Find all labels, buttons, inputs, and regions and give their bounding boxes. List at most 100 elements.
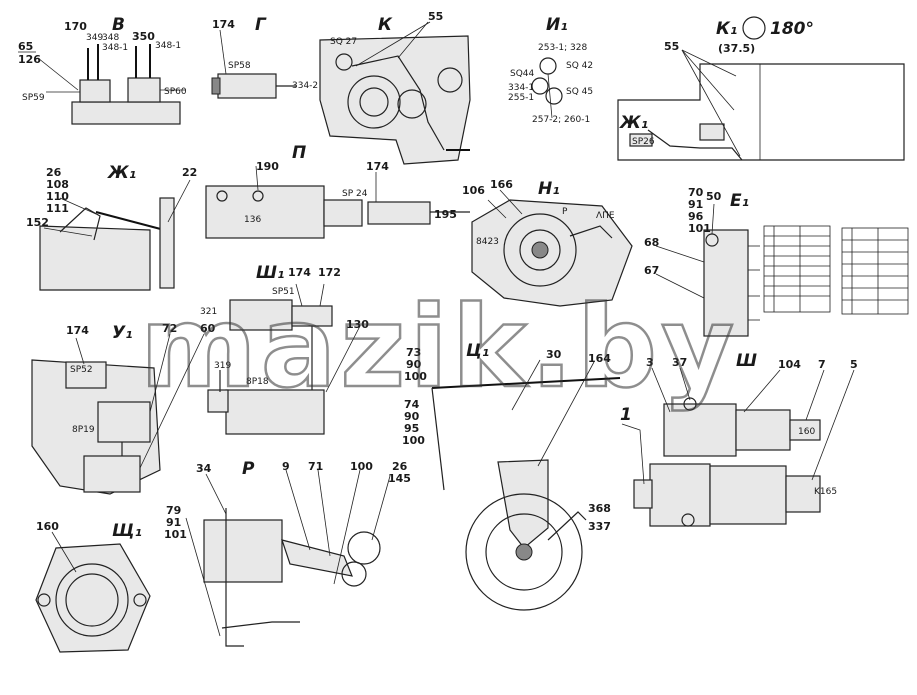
label-195: 195 (434, 208, 457, 221)
label-sp60: SP60 (164, 87, 187, 97)
n-leader (499, 189, 523, 215)
u-leader (75, 337, 85, 365)
label-26: 26 (392, 460, 408, 473)
sh-bolt (681, 513, 695, 527)
shch-leader (51, 531, 77, 573)
ts-wheel-inner (485, 513, 563, 591)
sh-shaft-lower (785, 475, 821, 513)
section-k1-angle: 180° (770, 19, 814, 39)
r-pulley (347, 531, 381, 565)
i-wire (547, 73, 553, 119)
label-p: P (562, 207, 568, 217)
label-72: 72 (162, 322, 177, 335)
g-sensor-cap (211, 77, 221, 95)
label-7: 7 (818, 358, 826, 371)
label-91: 91 (166, 516, 181, 529)
label-350: 350 (132, 30, 155, 43)
section-g: Г 174 SP58 334-2 (211, 15, 318, 99)
sh-pump-upper (663, 403, 737, 457)
p-terminal (216, 190, 228, 202)
label-74: 74 (404, 398, 420, 411)
k-leader (397, 21, 429, 59)
label-91: 91 (688, 198, 703, 211)
zh-tank (39, 225, 151, 291)
ts-caster-fork (497, 459, 549, 549)
sh-motor-lower (709, 465, 787, 525)
section-k: К SQ 27 55 (319, 10, 471, 165)
section-shch1-label: Щ₁ (112, 521, 142, 541)
label-1: 1 (620, 405, 632, 425)
section-k1-label: К₁ (716, 19, 737, 39)
spec-table-left (763, 225, 831, 313)
section-sh-label: Ш (736, 351, 757, 371)
e-panel (703, 229, 749, 337)
k-housing (319, 35, 471, 165)
k1-leader (681, 49, 737, 77)
r-pulley-small (341, 561, 367, 587)
e-leader (711, 203, 715, 235)
section-k-label: К (378, 15, 393, 35)
ts-pin (547, 511, 587, 541)
label-sp24: SP 24 (342, 189, 368, 199)
k-gear (347, 75, 401, 129)
section-zh1-small-label: Ж₁ (619, 113, 648, 133)
label-110: 110 (46, 190, 69, 203)
label-k1-55: 55 (664, 40, 679, 53)
u-valve (97, 401, 151, 443)
i-switch (531, 77, 549, 95)
k1-rotation-mark (742, 16, 766, 40)
zh-tube (159, 197, 175, 289)
label-5: 5 (850, 358, 858, 371)
label-k165: K165 (814, 487, 837, 497)
ts-arm-vertical (431, 387, 445, 491)
label-34: 34 (196, 462, 212, 475)
label-sp26: SP26 (632, 137, 655, 147)
zh-rod (95, 211, 173, 233)
label-334-2: 334-2 (292, 81, 318, 91)
label-37: 37 (672, 356, 687, 369)
section-e1: Е₁ 70 91 96 101 50 68 67 (644, 186, 909, 337)
k1-frame (617, 63, 905, 161)
k-sensor (335, 53, 353, 71)
n-pulley-hub (531, 241, 549, 259)
label-174: 174 (212, 18, 235, 31)
sh1-valve-body (225, 389, 325, 435)
section-sh1-label: Ш₁ (256, 263, 284, 283)
label-sp51: SP51 (272, 287, 295, 297)
v-switch-body-right (127, 77, 161, 103)
label-106: 106 (462, 184, 485, 197)
label-8p19: 8P19 (72, 425, 95, 435)
label-253: 253-1; 328 (538, 43, 587, 53)
label-100: 100 (404, 370, 427, 383)
label-100: 100 (350, 460, 373, 473)
label-sq27: SQ 27 (330, 37, 357, 47)
section-i1-label: И₁ (546, 15, 568, 35)
k-leader (355, 21, 431, 67)
p-leader (255, 165, 259, 191)
sh-motor-upper (735, 409, 791, 451)
r-leader (205, 473, 227, 515)
watermark: mazik.by (140, 283, 738, 413)
sh-shaft-upper (789, 419, 821, 441)
section-k1-sub: (37.5) (718, 42, 755, 55)
label-sq42: SQ 42 (566, 61, 593, 71)
label-sq44: SQ44 (510, 69, 535, 79)
label-79: 79 (166, 504, 181, 517)
label-50: 50 (706, 190, 722, 203)
label-111: 111 (46, 202, 69, 215)
i-switch (545, 87, 563, 105)
sh-pump-lower (649, 463, 711, 527)
k1-leader (681, 49, 741, 157)
ts-leader (511, 359, 541, 411)
label-96: 96 (688, 210, 704, 223)
label-172: 172 (318, 266, 341, 279)
section-ts1: Ц₁ 73 90 100 30 164 74 90 95 100 368 337 (402, 341, 621, 611)
label-67: 67 (644, 264, 659, 277)
label-152: 152 (26, 216, 49, 229)
label-164: 164 (588, 352, 611, 365)
label-90b: 90 (404, 410, 420, 423)
n-pulley-inner (519, 229, 561, 271)
label-101: 101 (164, 528, 187, 541)
sh1-leader (295, 283, 303, 307)
